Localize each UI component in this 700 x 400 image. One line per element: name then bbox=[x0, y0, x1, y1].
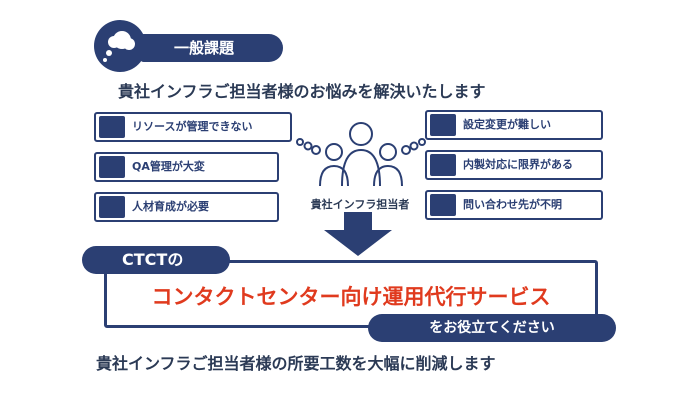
crouching-person-icon bbox=[430, 194, 456, 216]
issue-label: 設定変更が難しい bbox=[463, 118, 551, 131]
tagline-label: をお役立てください bbox=[429, 320, 555, 336]
tagline-badge: をお役立てください bbox=[368, 314, 616, 342]
issue-right-1: 設定変更が難しい bbox=[425, 110, 603, 140]
confused-person-icon bbox=[430, 114, 456, 136]
issue-label: リソースが管理できない bbox=[132, 120, 253, 133]
conclusion-text: 貴社インフラご担当者様の所要工数を大幅に削減します bbox=[96, 354, 496, 373]
thinking-person-icon bbox=[99, 196, 125, 218]
tired-person-icon bbox=[430, 154, 456, 176]
issue-right-3: 問い合わせ先が不明 bbox=[425, 190, 603, 220]
issue-left-3: 人材育成が必要 bbox=[94, 192, 279, 222]
desk-worker-icon bbox=[99, 116, 125, 138]
issue-label: QA管理が大変 bbox=[132, 160, 205, 173]
issue-right-2: 内製対応に限界がある bbox=[425, 150, 603, 180]
issue-left-1: リソースが管理できない bbox=[94, 112, 292, 142]
company-label: CTCTの bbox=[122, 250, 184, 269]
category-label: 一般課題 bbox=[174, 39, 235, 57]
service-name: コンタクトセンター向け運用代行サービス bbox=[151, 285, 551, 309]
thought-bubble-icon bbox=[94, 20, 146, 72]
issue-left-2: QA管理が大変 bbox=[94, 152, 279, 182]
persona-label: 貴社インフラ担当者 bbox=[310, 198, 410, 211]
persona-group-icon bbox=[296, 122, 426, 187]
company-badge: CTCTの bbox=[82, 246, 230, 274]
category-badge: 一般課題 bbox=[140, 34, 283, 62]
headline: 貴社インフラご担当者様のお悩みを解決いたします bbox=[118, 82, 486, 101]
issue-label: 内製対応に限界がある bbox=[463, 158, 573, 171]
issue-label: 人材育成が必要 bbox=[132, 200, 209, 213]
worried-person-icon bbox=[99, 156, 125, 178]
issue-label: 問い合わせ先が不明 bbox=[463, 198, 562, 211]
down-arrow-icon bbox=[324, 212, 392, 256]
